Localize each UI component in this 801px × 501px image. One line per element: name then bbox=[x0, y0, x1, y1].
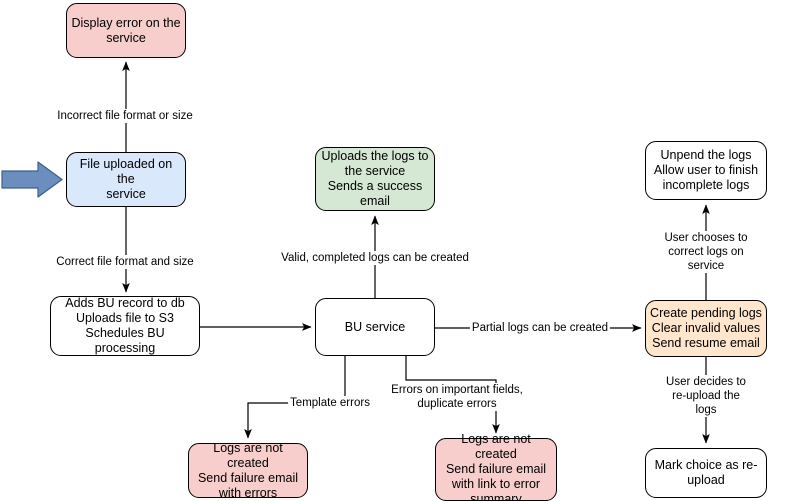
node-adds-bu-record[interactable]: Adds BU record to db Uploads file to S3 … bbox=[50, 296, 200, 356]
edge-label-partial-logs-can-be-created: Partial logs can be created bbox=[469, 321, 611, 335]
edge-label-template-errors: Template errors bbox=[288, 396, 372, 410]
start-block-arrow-icon bbox=[1, 161, 63, 198]
node-file-uploaded-on-the-service[interactable]: File uploaded on the service bbox=[66, 152, 186, 207]
edge-label-valid-completed-logs: Valid, completed logs can be created bbox=[279, 251, 471, 265]
node-logs-not-created-error-summary[interactable]: Logs are not created Send failure email … bbox=[435, 432, 557, 501]
node-mark-choice-as-re-upload[interactable]: Mark choice as re- upload bbox=[645, 448, 767, 498]
node-bu-service[interactable]: BU service bbox=[315, 298, 435, 356]
node-display-error[interactable]: Display error on the service bbox=[66, 3, 186, 58]
edge-label-user-chooses-to-correct-logs: User chooses to correct logs on service bbox=[658, 231, 754, 273]
node-uploads-the-logs[interactable]: Uploads the logs to the service Sends a … bbox=[315, 147, 435, 211]
edge-label-errors-on-important-fields: Errors on important fields, duplicate er… bbox=[389, 383, 525, 411]
edge-label-incorrect-file-format: Incorrect file format or size bbox=[55, 109, 195, 123]
edge-label-correct-file-format: Correct file format and size bbox=[54, 255, 196, 269]
node-unpend-the-logs[interactable]: Unpend the logs Allow user to finish inc… bbox=[645, 141, 767, 200]
edge-label-user-decides-to-re-upload: User decides to re-upload the logs bbox=[658, 375, 754, 417]
node-logs-not-created-with-errors[interactable]: Logs are not created Send failure email … bbox=[188, 441, 308, 500]
node-create-pending-logs[interactable]: Create pending logs Clear invalid values… bbox=[645, 300, 767, 357]
